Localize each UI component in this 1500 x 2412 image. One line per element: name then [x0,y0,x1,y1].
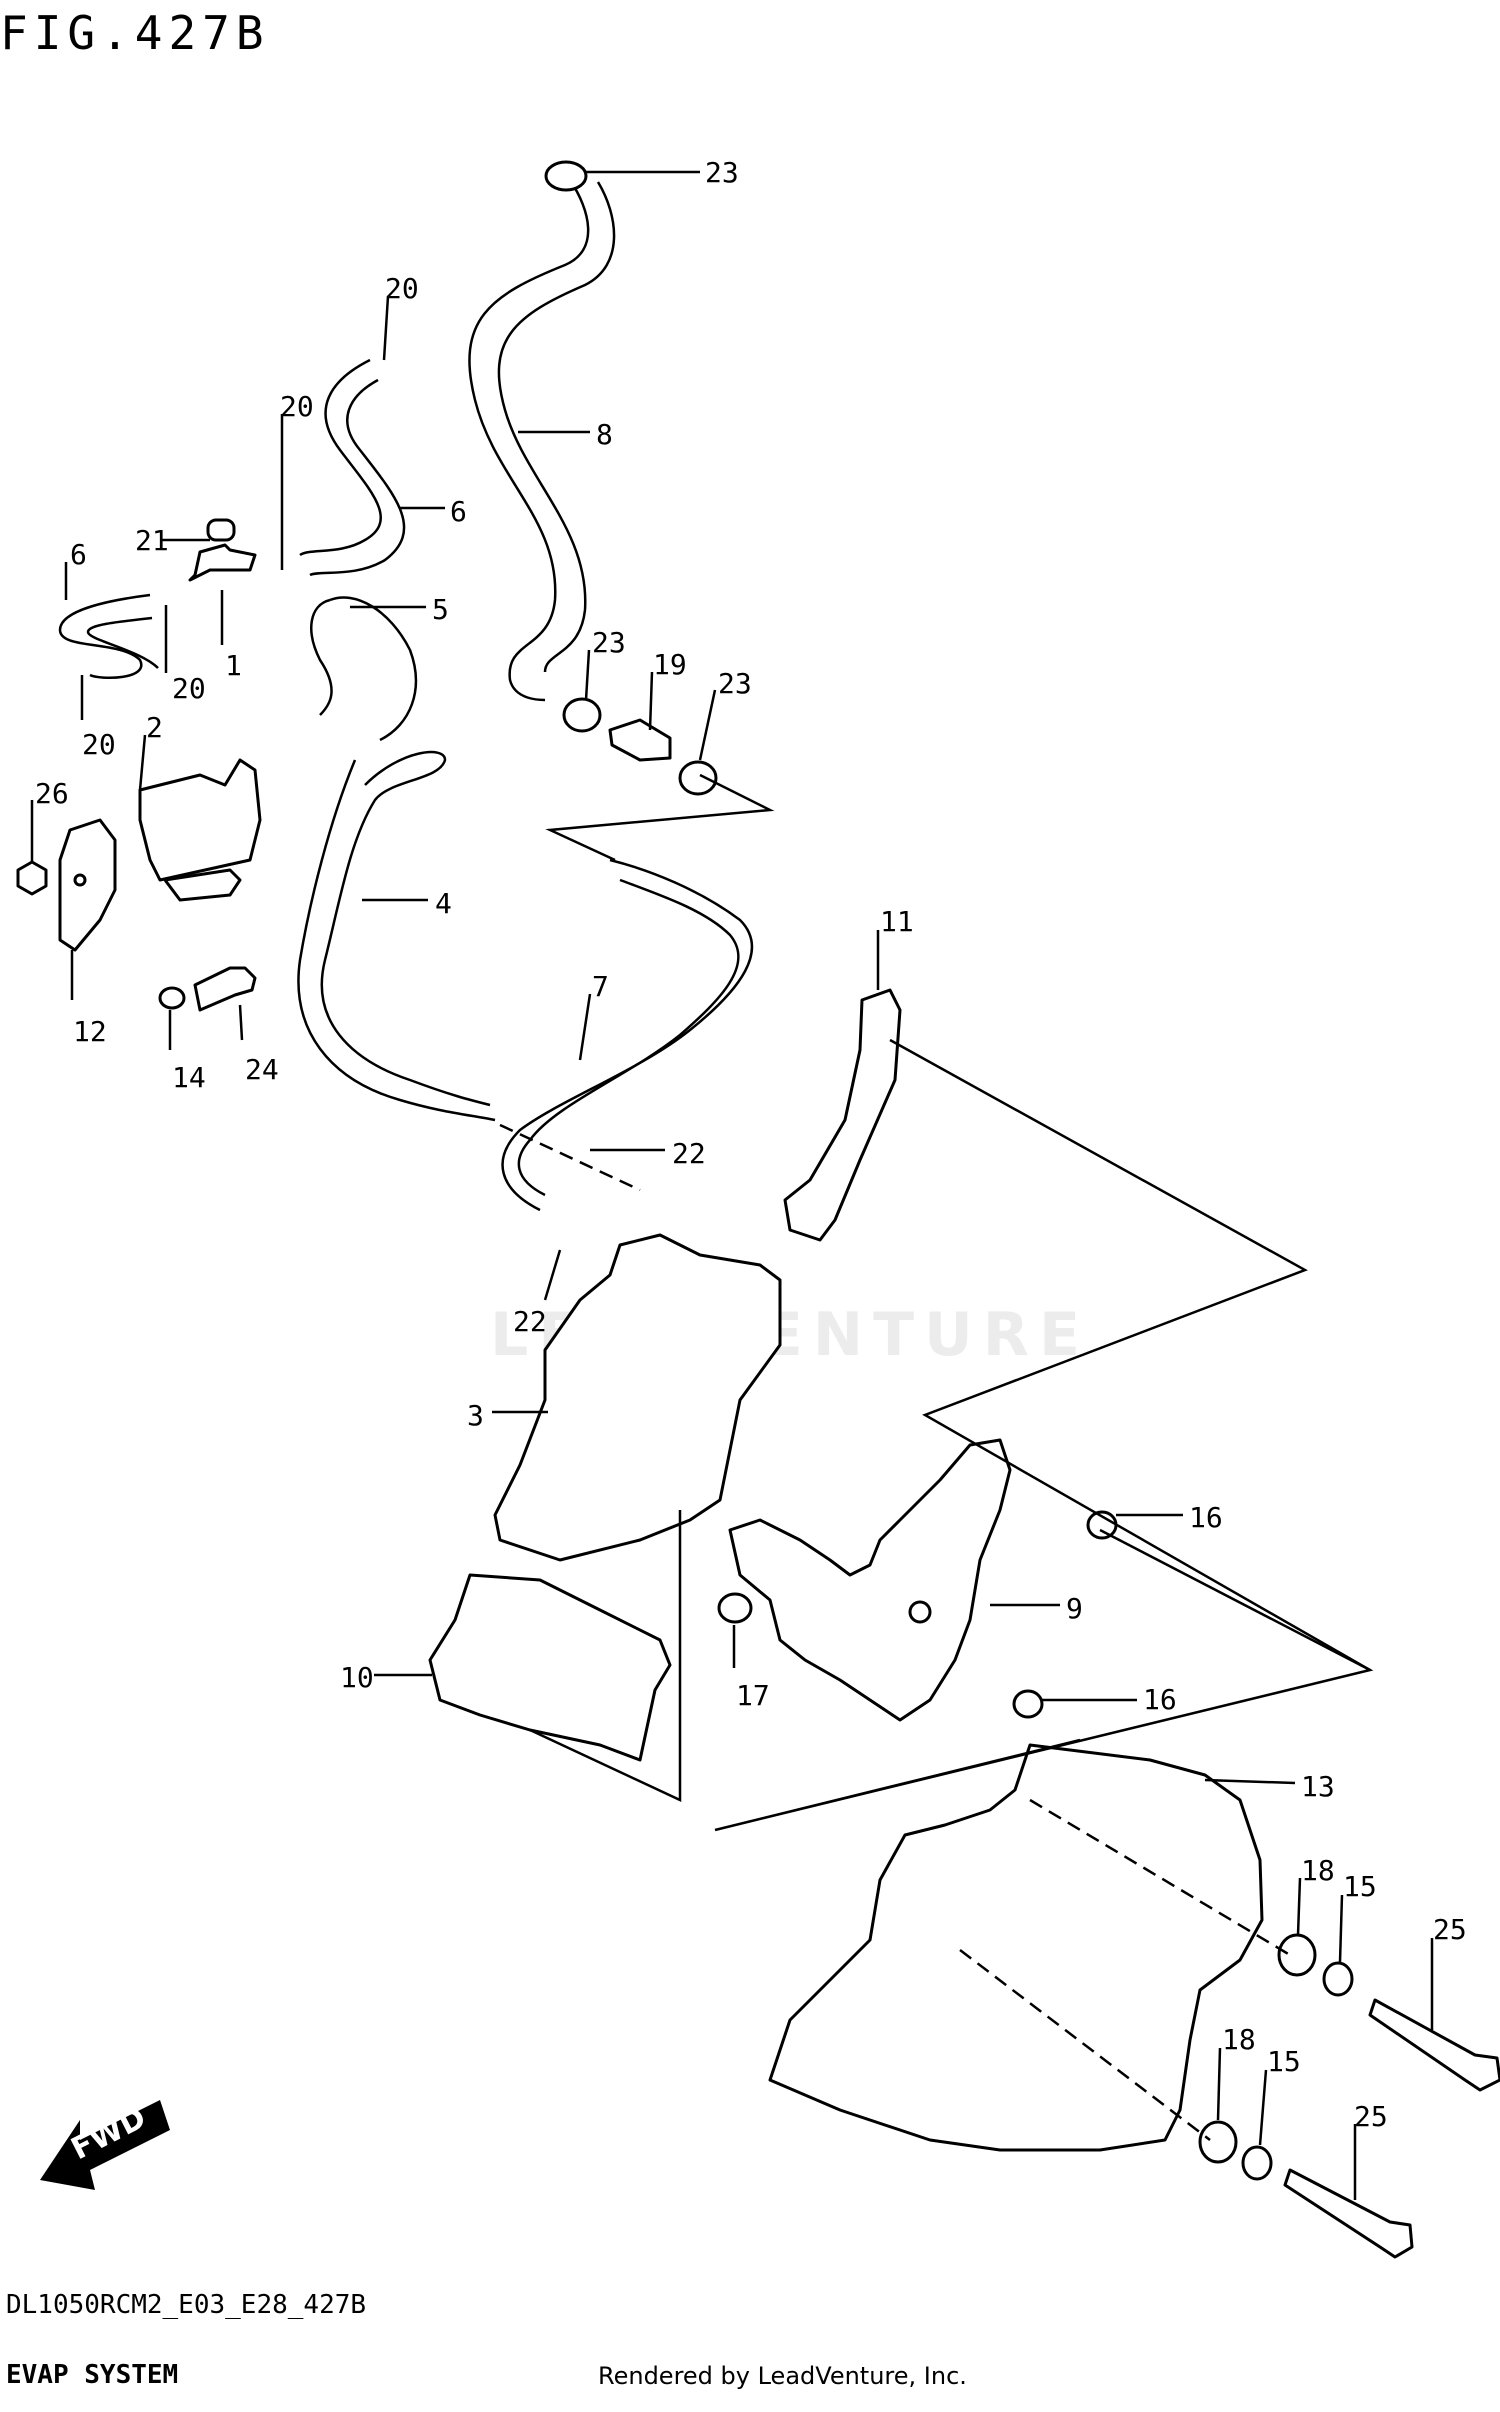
callout-20: 20 [385,272,419,305]
fwd-arrow-icon: FWD [40,2100,170,2190]
callout-layer: 23 20 20 8 6 21 6 5 1 20 23 19 23 2 20 26 4 11 7 12 24 14 22 22… [35,156,1467,2133]
clamp-23-a [562,697,602,733]
callout-5: 5 [432,593,449,626]
diagram-code: DL1050RCM2_E03_E28_427B [6,2290,367,2320]
callout-20: 20 [172,672,206,705]
hose-7-outline [517,878,740,1197]
purge-valve-2 [138,758,262,882]
callout-18: 18 [1301,1854,1335,1887]
callout-8: 8 [596,418,613,451]
callout-2: 2 [146,711,163,744]
clamp-23-top [544,160,588,192]
callout-25: 25 [1433,1913,1467,1946]
washer-14 [158,986,186,1010]
callout-24: 24 [245,1053,279,1086]
nut-26 [16,860,48,896]
valve-1 [188,543,257,582]
hose-8-outline [497,181,616,673]
callout-3: 3 [467,1399,484,1432]
bracket-12-hole [73,873,87,887]
washer-15-lower [1241,2145,1273,2181]
grommet-18-lower [1198,2120,1238,2164]
hose-5-outline [329,596,418,742]
callout-19: 19 [653,648,687,681]
callout-13: 13 [1301,1770,1335,1803]
washer-15-upper [1322,1961,1354,1997]
grommet-18-upper [1277,1933,1317,1977]
canister-3 [493,1233,782,1562]
callout-10: 10 [340,1661,374,1694]
clamp-21 [206,518,236,542]
hose-6-upper [299,358,382,557]
hose-8 [468,179,590,702]
callout-15: 15 [1343,1870,1377,1903]
bracket-9-hole [908,1600,932,1624]
bolt-25-upper [1368,1998,1500,2092]
hose-4 [320,750,491,1107]
bracket-9 [728,1438,1012,1722]
callout-26: 26 [35,777,69,810]
cover-13 [768,1743,1264,2152]
hose-6-lower-outline [86,616,159,669]
bracket-12 [58,818,117,952]
callout-11: 11 [880,905,914,938]
callout-6: 6 [70,538,87,571]
callout-17: 17 [736,1679,770,1712]
diagram-name: EVAP SYSTEM [6,2360,179,2390]
hose-4-outline [297,759,496,1122]
callout-14: 14 [172,1061,206,1094]
hose-6-lower [58,593,151,679]
hose-5 [310,598,333,716]
clamp-23-b [678,760,718,796]
hose-6-upper-outline [309,378,406,577]
callout-23: 23 [592,626,626,659]
hose-7 [501,858,754,1212]
figure-title: FIG.427B [0,6,270,60]
bolt-25-lower [1283,2168,1414,2259]
callout-4: 4 [435,887,452,920]
joint-19 [608,718,672,762]
assembly-lines [499,773,1374,2141]
bracket-11 [783,988,902,1242]
callout-22: 22 [513,1305,547,1338]
callout-7: 7 [592,970,609,1003]
callout-23: 23 [718,667,752,700]
cushion-17 [717,1592,753,1624]
callout-22: 22 [672,1137,706,1170]
callout-1: 1 [225,649,242,682]
bolt-24 [193,966,257,1012]
callout-6: 6 [450,495,467,528]
callout-9: 9 [1066,1592,1083,1625]
callout-20: 20 [280,390,314,423]
purge-valve-2-port [163,868,242,902]
cover-10 [428,1573,672,1762]
callout-21: 21 [135,524,169,557]
callout-12: 12 [73,1015,107,1048]
rendered-by-credit: Rendered by LeadVenture, Inc. [598,2362,967,2390]
washer-16-lower [1012,1689,1044,1719]
leader-lines [30,170,1434,2200]
callout-16: 16 [1143,1683,1177,1716]
callout-15: 15 [1267,2045,1301,2078]
callout-16: 16 [1189,1501,1223,1534]
callout-25: 25 [1354,2100,1388,2133]
callout-20: 20 [82,728,116,761]
callout-23: 23 [705,156,739,189]
callout-18: 18 [1222,2023,1256,2056]
